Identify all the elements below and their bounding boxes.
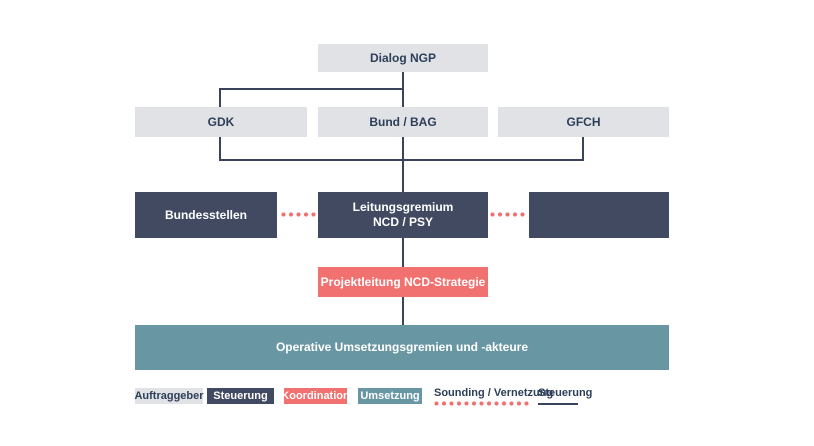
connector-drop-to-gdk xyxy=(219,88,221,107)
node-leitungsgremium-line2: NCD / PSY xyxy=(372,215,433,229)
legend-label-sounding-vernetzung: Sounding / Vernetzung xyxy=(434,387,554,399)
legend-chip-steuerung: Steuerung xyxy=(207,388,274,404)
node-leitungsgremium-line1: Leitungsgremium xyxy=(352,200,454,214)
connector-gfch-down xyxy=(582,137,584,161)
legend-label-steuerung-line: Steuerung xyxy=(538,387,593,399)
legend-chip-umsetzung: Umsetzung xyxy=(358,388,422,404)
node-bundesstellen: Bundesstellen xyxy=(135,192,277,238)
legend-chip-koordination: Koordination xyxy=(281,388,350,404)
node-leitungsgremium: Leitungsgremium NCD / PSY xyxy=(318,192,488,238)
connector-top-horizontal xyxy=(219,88,404,90)
connector-mid-horizontal xyxy=(219,159,584,161)
node-gfch: GFCH xyxy=(498,107,669,137)
node-gdk: GDK xyxy=(135,107,307,137)
dotted-connector-bundesstellen xyxy=(281,212,317,217)
node-partner xyxy=(529,192,669,238)
connector-bund-to-leitungsgremium xyxy=(402,137,404,192)
legend-solid-line-sample xyxy=(538,403,578,405)
node-bund-bag: Bund / BAG xyxy=(318,107,488,137)
legend-dotted-line-sample xyxy=(434,401,531,406)
node-dialog-ngp: Dialog NGP xyxy=(318,44,488,72)
node-operative-umsetzungsgremien: Operative Umsetzungsgremien und -akteure xyxy=(135,325,669,370)
partner-dot-tail-spacer xyxy=(0,0,1,1)
node-projektleitung: Projektleitung NCD-Strategie xyxy=(318,267,488,297)
dotted-connector-partner xyxy=(490,212,527,217)
legend-chip-auftraggeber: Auftraggeber xyxy=(134,388,204,404)
connector-gdk-down xyxy=(219,137,221,161)
